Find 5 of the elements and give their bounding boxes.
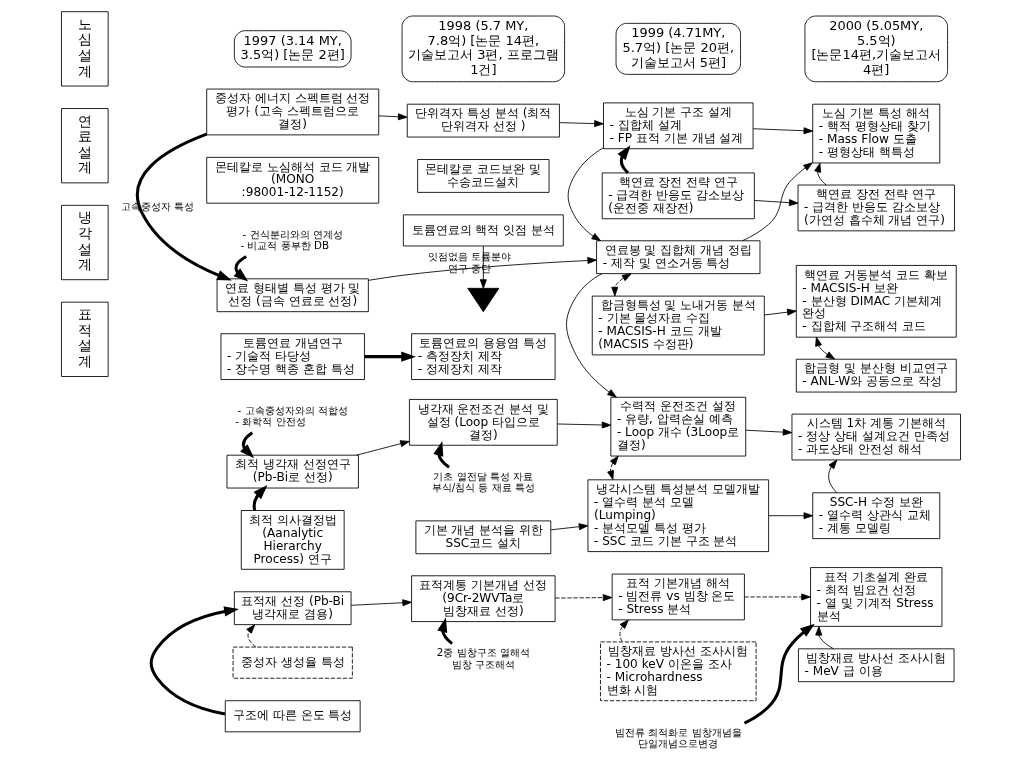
node-text: 빔전류 최적화로 빔창개념을 단일개념으로변경 (614, 725, 742, 750)
node-text: 기초 열전달 특성 자료 부식/침식 등 재료 특성 (431, 469, 536, 494)
node-text: - 건식분리와의 연계성 - 비교적 풍부한 DB (240, 227, 343, 252)
node-text: - 고속중성자와의 적합성 - 화학적 안전성 (235, 404, 348, 428)
node-text: 2중 빔창구조 열해석 빔창 구조해석 (436, 646, 530, 670)
